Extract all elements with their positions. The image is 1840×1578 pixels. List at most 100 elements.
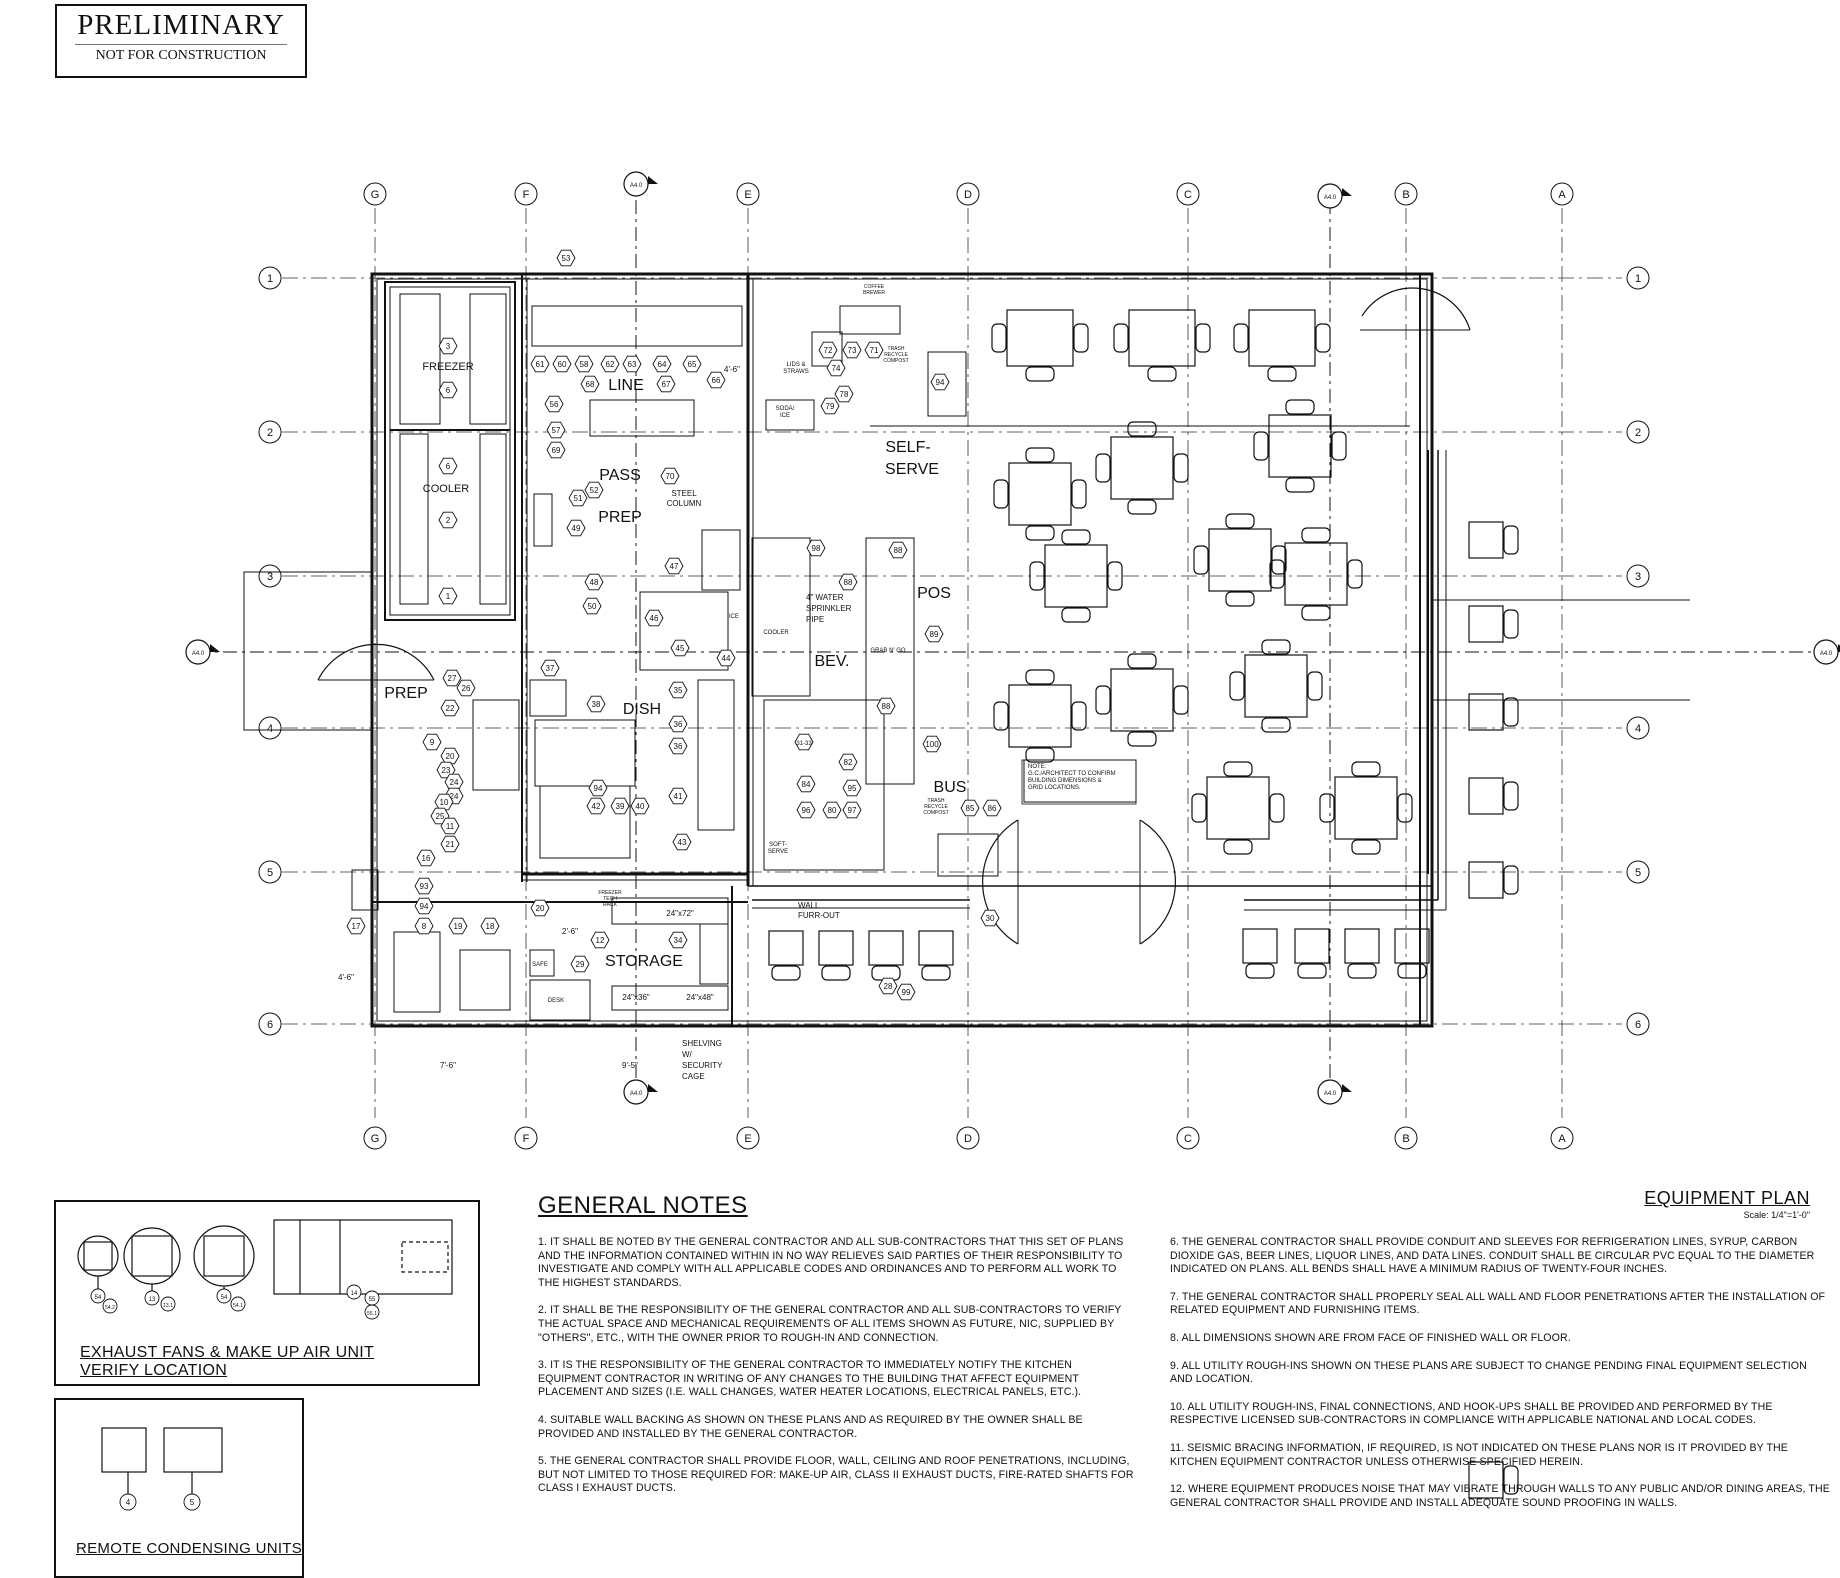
general-note-right-1: 7. The general contractor shall properly…: [1170, 1290, 1826, 1317]
section-arrow: [648, 1084, 658, 1092]
equipment-callout-label-83: 34: [674, 936, 683, 945]
equipment-callout-48: [668, 737, 688, 755]
equipment-callout-label-59: 94: [594, 784, 603, 793]
dimension-label-4: 2'-6": [562, 927, 578, 936]
equipment-callout-label-22: 70: [666, 472, 675, 481]
section-label: A4.0: [630, 1091, 643, 1097]
equipment-callout-label-76: 94: [420, 902, 429, 911]
equipment-callout-59: [588, 779, 608, 797]
exhaust-tag-1: [102, 1298, 118, 1314]
table-6: [1008, 684, 1072, 748]
section-label: A4.0: [1820, 651, 1833, 657]
condensing-tag-1: [183, 1493, 201, 1511]
equipment-callout-label-19: 52: [590, 486, 599, 495]
table-3-chair: [1061, 529, 1091, 545]
equipment-callout-41: [442, 669, 462, 687]
equipment-callout-33: [644, 609, 664, 627]
shelving-label-3: CAGE: [682, 1072, 705, 1081]
bench-seat-0-chair: [1503, 1465, 1519, 1495]
general-note-left-1: 2. It shall be the responsibility of the…: [538, 1304, 1122, 1344]
exhaust-tag-label-8: 55.1: [367, 1311, 377, 1317]
general-note-left-3: 4. Suitable wall backing as shown on the…: [538, 1413, 1083, 1440]
grid-bubble-C: [1176, 1126, 1200, 1150]
general-note-right-3: 9. All utility rough-ins shown on these …: [1170, 1359, 1807, 1386]
equipment-callout-80: [346, 917, 366, 935]
equipment-callout-16: [544, 395, 564, 413]
equipment-callout-86: [878, 977, 898, 995]
equipment-callout-label-63: 41: [674, 792, 683, 801]
equipment-callout-label-48: 36: [674, 742, 683, 751]
equipment-callout-4: [438, 587, 458, 605]
bench-seat-4-chair: [1503, 781, 1519, 811]
equipment-callout-15: [656, 375, 676, 393]
table-9-chair: [1223, 761, 1253, 777]
equipment-callout-label-5: 53: [562, 254, 571, 263]
equipment-callout-label-86: 28: [884, 982, 893, 991]
bench-seat-1-chair: [1503, 525, 1519, 555]
table-top-2-chair: [1267, 366, 1297, 382]
table-9-chair: [1269, 793, 1285, 823]
equipment-callout-9: [600, 355, 620, 373]
stool-3: [1394, 928, 1430, 964]
equipment-callout-31: [584, 573, 604, 591]
table-6-chair: [1071, 701, 1087, 731]
equipment-callout-label-40: 88: [882, 702, 891, 711]
dimension-label-5: 4'-6": [724, 365, 740, 374]
room-label-prep2: PREP: [384, 685, 428, 702]
grid-bubble-6: [1626, 1012, 1650, 1036]
equipment-callout-label-36: 98: [812, 544, 821, 553]
grid-label-1: 1: [1635, 273, 1641, 285]
bench-seat-0: [1468, 1461, 1504, 1499]
table-2-chair: [1285, 399, 1315, 415]
stool-0: [1242, 928, 1278, 964]
shelving-label-1: W/: [682, 1050, 693, 1059]
grid-bubble-E: [736, 182, 760, 206]
equipment-plan-title-block: EQUIPMENT PLAN Scale: 1/4"=1'-0": [1644, 1188, 1810, 1220]
equipment-callout-label-81: 20: [536, 904, 545, 913]
table-8-chair: [1307, 671, 1323, 701]
equipment-callout-label-28: 79: [826, 402, 835, 411]
room-label-bev: BEV.: [815, 653, 850, 670]
equipment-callout-label-16: 56: [550, 400, 559, 409]
table-1-chair: [1095, 453, 1111, 483]
table-top-0-chair: [1025, 366, 1055, 382]
table-4: [1208, 528, 1272, 592]
grid-label-G: G: [371, 189, 380, 201]
equipment-callout-label-66: 100: [925, 740, 939, 749]
general-notes-title: GENERAL NOTES: [538, 1192, 748, 1219]
equipment-callout-label-82: 12: [596, 936, 605, 945]
dimension-label-3: 4'-6": [338, 973, 354, 982]
exhaust-tag-label-5: 54.1: [233, 1303, 243, 1309]
room-label-dish: DISH: [623, 701, 661, 718]
soft-serve-label-1: SERVE: [768, 849, 788, 855]
equipment-callout-70: [796, 801, 816, 819]
grid-label-1: 1: [267, 273, 273, 285]
section-arrow: [1342, 1084, 1352, 1092]
exhaust-tag-5: [230, 1296, 246, 1312]
equipment-callout-label-17: 57: [552, 426, 561, 435]
shelf-label-1: 24"x72": [666, 909, 694, 918]
equipment-callout-label-37: 88: [894, 546, 903, 555]
grid-bubble-A: [1550, 1126, 1574, 1150]
equipment-callout-17: [546, 421, 566, 439]
stool-4-chair: [771, 965, 801, 981]
grid-bubble-F: [514, 182, 538, 206]
note-box: [1021, 759, 1137, 805]
stool-6: [868, 930, 904, 966]
equipment-callout-label-15: 67: [662, 380, 671, 389]
exhaust-tag-label-4: 54: [221, 1295, 228, 1301]
coffee-label-1: BREWER: [863, 290, 885, 296]
equipment-callout-label-68: 84: [802, 780, 811, 789]
exhaust-tag-2: [144, 1290, 160, 1306]
equipment-callout-label-4: 1: [446, 592, 451, 601]
trash-label-1-0: TRASH: [888, 346, 905, 352]
equipment-callout-5: [556, 249, 576, 267]
grid-bubble-4: [258, 716, 282, 740]
table-7-chair: [1127, 731, 1157, 747]
equipment-callout-label-52: 24: [450, 778, 459, 787]
equipment-callout-label-51: 23: [442, 766, 451, 775]
